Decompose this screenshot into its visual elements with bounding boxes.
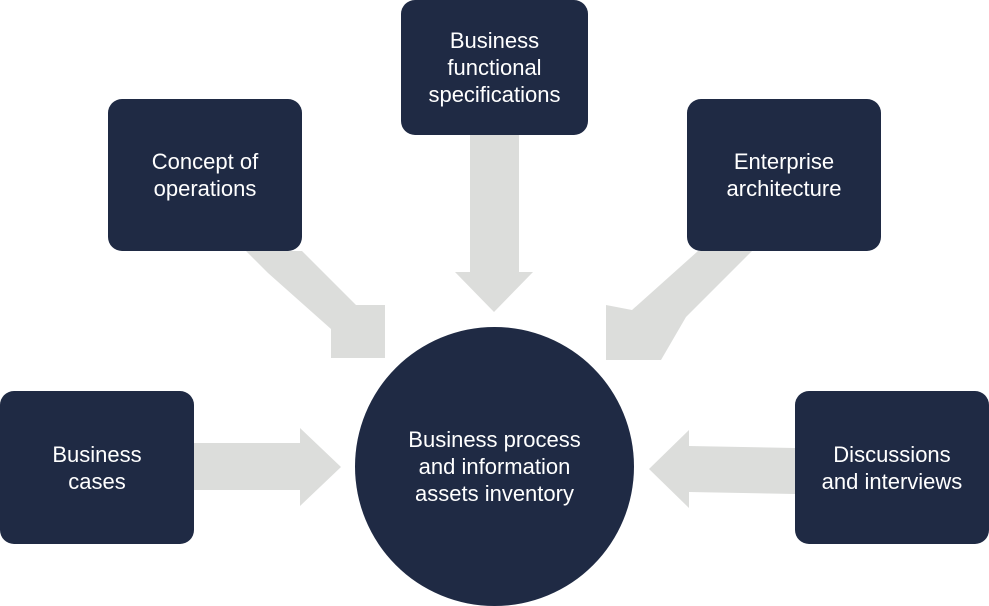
arrow-disc-to-center <box>649 430 795 508</box>
node-discussions-and-interviews: Discussions and interviews <box>795 391 989 544</box>
node-business-functional-specifications: Business functional specifications <box>401 0 588 135</box>
node-label: Business functional specifications <box>428 28 561 107</box>
node-concept-of-operations: Concept of operations <box>108 99 302 251</box>
node-label: Concept of operations <box>151 149 259 201</box>
arrow-bfs-to-center <box>455 135 533 312</box>
center-label: Business process and information assets … <box>408 427 581 506</box>
center-node-inventory: Business process and information assets … <box>355 327 634 606</box>
arrow-cases-to-center <box>194 428 341 506</box>
node-label: Enterprise architecture <box>726 149 842 201</box>
node-label: Discussions and interviews <box>821 441 963 494</box>
arrow-ea-to-center <box>606 251 752 360</box>
node-label: Business cases <box>52 441 142 494</box>
node-enterprise-architecture: Enterprise architecture <box>687 99 881 251</box>
arrow-concept-to-center <box>246 251 385 358</box>
node-business-cases: Business cases <box>0 391 194 544</box>
